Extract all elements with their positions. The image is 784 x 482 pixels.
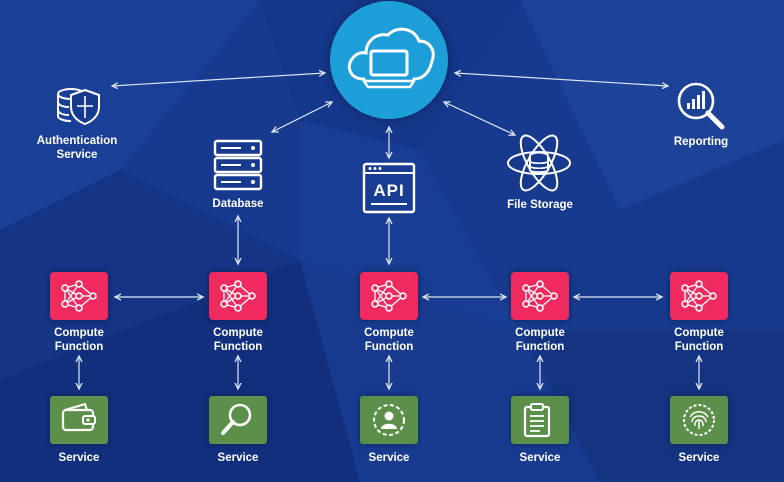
compute-function-label-2: Compute Function bbox=[213, 327, 263, 353]
auth-label-text: Authentication Service bbox=[36, 135, 118, 161]
compute-function-box-2[interactable] bbox=[209, 272, 267, 320]
compute-function-box-4[interactable] bbox=[511, 272, 569, 320]
link-cloud-reporting bbox=[455, 73, 668, 86]
database-label: Database bbox=[212, 198, 264, 210]
compute-function-box-5[interactable] bbox=[670, 272, 728, 320]
neural-network-icon bbox=[369, 279, 409, 318]
neural-network-icon bbox=[520, 279, 560, 318]
link-cloud-database bbox=[272, 102, 332, 132]
neural-network-icon bbox=[679, 279, 719, 318]
service-box-2[interactable] bbox=[209, 396, 267, 444]
cloud-laptop-icon bbox=[347, 27, 435, 89]
clipboard-icon bbox=[522, 402, 552, 443]
magnifier-icon bbox=[220, 402, 254, 441]
compute-function-box-3[interactable] bbox=[360, 272, 418, 320]
fingerprint-chip-icon bbox=[681, 402, 717, 443]
link-cloud-filestorage bbox=[444, 102, 515, 135]
wallet-icon bbox=[61, 402, 97, 437]
service-label-1: Service bbox=[58, 452, 100, 464]
compute-function-label-1: Compute Function bbox=[54, 327, 104, 353]
link-cloud-auth bbox=[112, 73, 325, 86]
api-label: API bbox=[373, 181, 405, 200]
api-window-icon bbox=[362, 162, 416, 214]
service-box-1[interactable] bbox=[50, 396, 108, 444]
person-gear-icon bbox=[371, 402, 407, 443]
service-label-3: Service bbox=[368, 452, 410, 464]
server-rack-icon bbox=[213, 139, 263, 191]
compute-function-label-3: Compute Function bbox=[364, 327, 414, 353]
auth-service-label: Authentication Service bbox=[37, 134, 118, 162]
magnifier-chart-icon bbox=[677, 82, 725, 130]
neural-network-icon bbox=[218, 279, 258, 318]
service-label-5: Service bbox=[678, 452, 720, 464]
service-box-4[interactable] bbox=[511, 396, 569, 444]
atom-database-icon bbox=[507, 134, 571, 192]
cloud-node[interactable] bbox=[330, 1, 448, 119]
shield-database-icon bbox=[57, 88, 100, 126]
compute-function-label-5: Compute Function bbox=[674, 327, 724, 353]
neural-network-icon bbox=[59, 279, 99, 318]
compute-function-label-4: Compute Function bbox=[515, 327, 565, 353]
service-box-5[interactable] bbox=[670, 396, 728, 444]
file-storage-label: File Storage bbox=[507, 199, 573, 211]
service-box-3[interactable] bbox=[360, 396, 418, 444]
service-label-2: Service bbox=[217, 452, 259, 464]
reporting-label: Reporting bbox=[673, 136, 729, 148]
compute-function-box-1[interactable] bbox=[50, 272, 108, 320]
service-label-4: Service bbox=[519, 452, 561, 464]
